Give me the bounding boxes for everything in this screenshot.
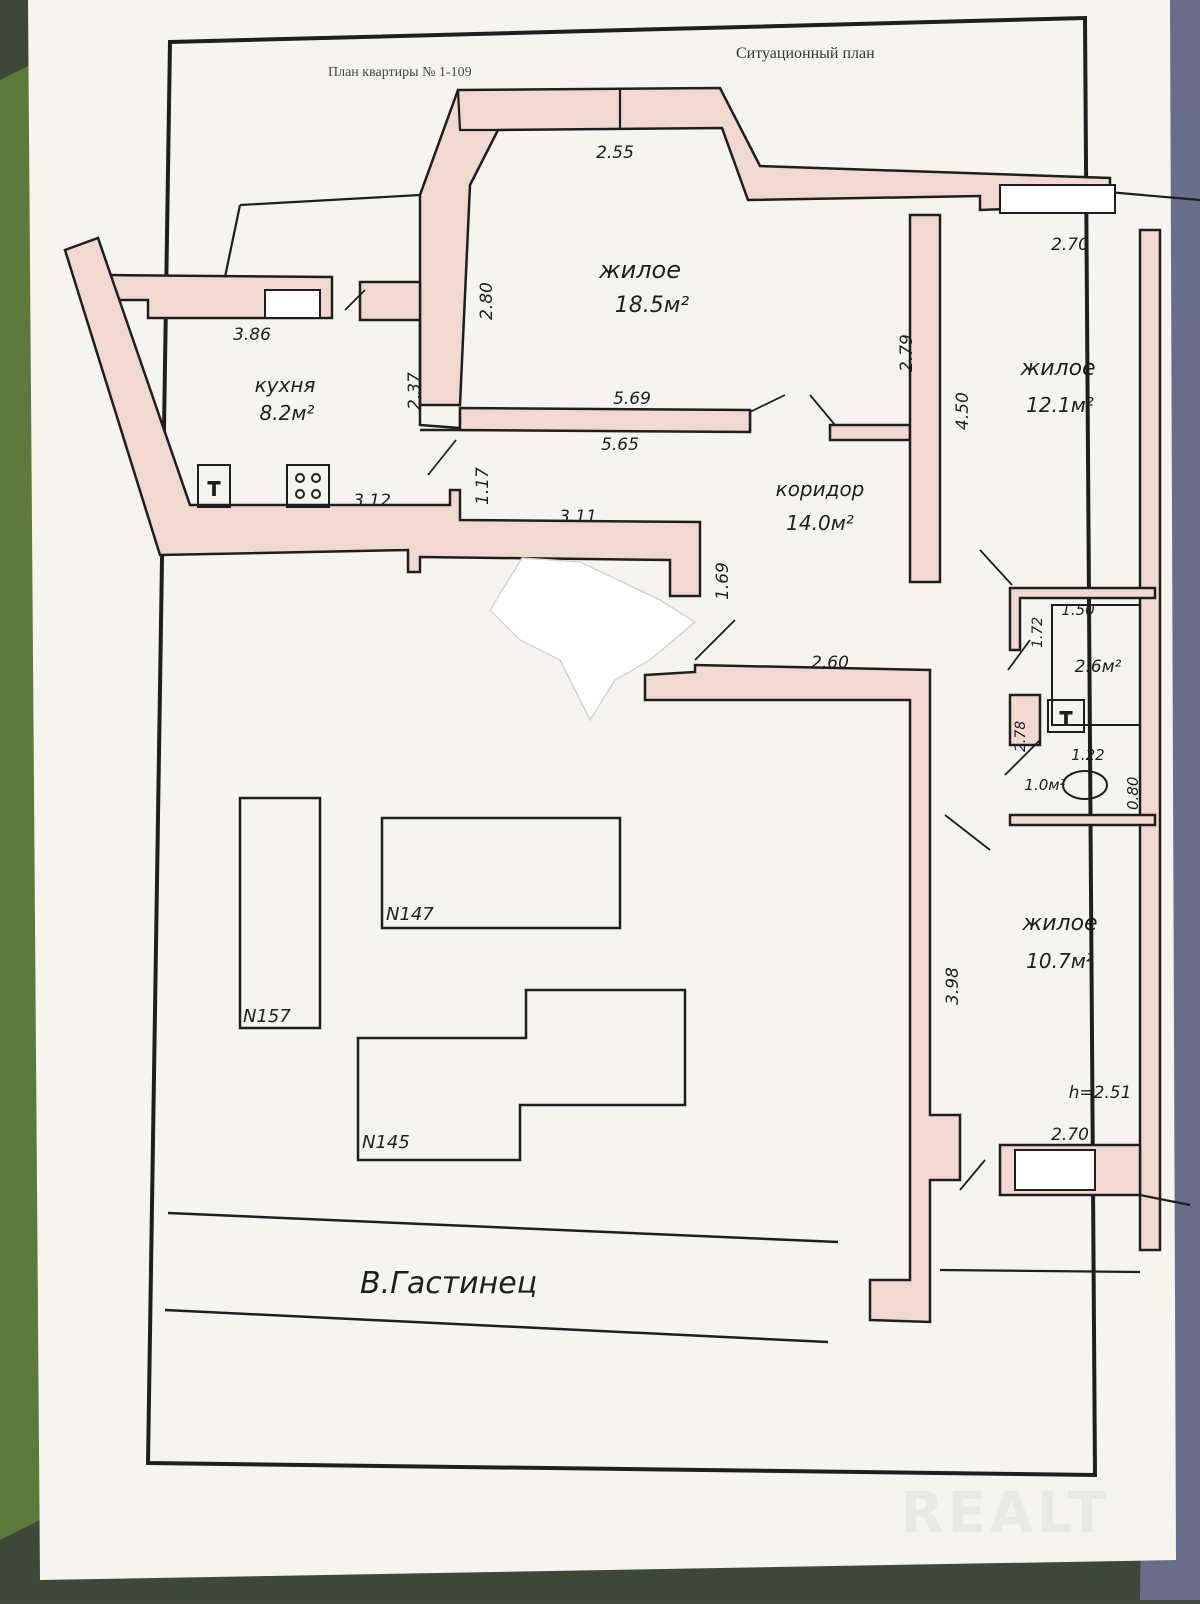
line-chimney: [456, 89, 498, 132]
street-name: В.Гастинец: [360, 1266, 537, 1301]
torn-paper-patch: [489, 557, 697, 722]
dim-2-79: 2.79: [897, 334, 917, 372]
dim-1-50: 1.50: [1061, 601, 1094, 619]
dim-2-78: 2.78: [1013, 721, 1029, 752]
dimension-labels: 2.55 2.80 2.79 5.69 5.65 3.86 2.37 1.17 …: [233, 143, 1142, 1145]
line-kitchen-outer-left: [223, 204, 242, 278]
drawing-frame: [145, 15, 1098, 1478]
wall-bath-south: [1008, 813, 1157, 827]
wall-stub: [828, 423, 912, 442]
room-area-kitchen: 8.2м²: [260, 401, 315, 425]
paper-sheet: [28, 0, 1176, 1580]
door-bath: [1007, 639, 1031, 671]
bath-sink-symbol: T: [1060, 709, 1073, 730]
wall-mid-vertical: [908, 213, 942, 584]
room-labels: жилое 18.5м² жилое 12.1м² жилое 10.7м² к…: [255, 256, 1122, 973]
dim-0-80: 0.80: [1124, 777, 1142, 810]
street-edge-south: [164, 1308, 829, 1344]
stove-burner-3: [295, 489, 305, 499]
dim-2-70-bottom: 2.70: [1051, 1125, 1089, 1145]
stove-burner-1: [295, 473, 305, 483]
building-145: [356, 988, 687, 1162]
dim-5-69: 5.69: [613, 389, 651, 409]
dim-2-80: 2.80: [477, 282, 497, 320]
building-157: [238, 796, 322, 1030]
building-label-157: N157: [243, 1006, 291, 1027]
door-kitchen-top: [344, 289, 366, 311]
door-balcony: [959, 1159, 986, 1191]
room-area-bath: 2.6м²: [1075, 657, 1122, 677]
dim-3-12: 3.12: [353, 491, 391, 511]
window-room-10: [1014, 1149, 1096, 1191]
wall-kitchen-north-right: [358, 280, 422, 322]
room-name-living-mid: жилое: [1019, 356, 1095, 381]
room-area-wc: 1.0м²: [1024, 776, 1065, 794]
situation-plan-title: Ситуационный план: [736, 45, 875, 62]
door-entrance: [694, 619, 736, 661]
line-balcony-right: [1139, 1193, 1191, 1207]
realt-watermark: REALT: [900, 1481, 1109, 1546]
building-147: [380, 816, 622, 930]
kitchen-stove: [286, 464, 330, 508]
dim-4-50: 4.50: [953, 392, 973, 430]
dim-3-11: 3.11: [559, 507, 597, 527]
window-kitchen: [264, 289, 321, 319]
dim-1-69: 1.69: [713, 562, 733, 600]
bath-sink: [1047, 699, 1085, 733]
toilet: [1062, 770, 1108, 800]
building-labels: N147 N157 N145: [243, 904, 434, 1153]
stove-burner-2: [311, 473, 321, 483]
room-name-living-large: жилое: [598, 256, 681, 284]
dim-1-22: 1.22: [1071, 746, 1104, 764]
dim-2-37: 2.37: [405, 372, 425, 410]
dim-3-98: 3.98: [943, 967, 963, 1005]
doors: [344, 289, 1041, 1191]
room-area-living-mid: 12.1м²: [1026, 393, 1094, 417]
plan-title: План квартиры № 1-109: [328, 65, 472, 80]
bathtub: [1051, 604, 1141, 726]
building-label-145: N145: [362, 1132, 410, 1153]
building-label-147: N147: [386, 904, 434, 925]
dim-2-60: 2.60: [811, 653, 849, 673]
windows: [264, 184, 1116, 1191]
dim-2-55: 2.55: [596, 143, 634, 163]
wall-bigroom-south: [458, 406, 752, 434]
kitchen-sink: [197, 464, 231, 508]
room-name-kitchen: кухня: [255, 373, 316, 397]
wall-north: [418, 86, 1112, 407]
dim-2-70-top: 2.70: [1051, 235, 1089, 255]
stove-burner-4: [311, 489, 321, 499]
buildings: [238, 796, 687, 1162]
door-room-12: [979, 549, 1013, 586]
wall-east: [1138, 228, 1162, 1252]
street-edge-north: [167, 1211, 839, 1244]
background-mat-left: [0, 60, 40, 1540]
room-area-living-small: 10.7м²: [1026, 949, 1094, 973]
wall-wc-divider: [1008, 693, 1042, 747]
door-room-10: [944, 814, 991, 851]
door-bigroom-right: [809, 394, 836, 426]
dim-1-17: 1.17: [473, 467, 493, 505]
sink-symbol: T: [208, 479, 221, 500]
room-name-living-small: жилое: [1021, 911, 1097, 936]
room-area-living-large: 18.5м²: [615, 293, 690, 318]
dim-5-65: 5.65: [601, 435, 639, 455]
wall-bath-north: [1008, 586, 1157, 652]
door-wc: [1004, 739, 1041, 776]
door-kitchen: [427, 439, 457, 476]
fixtures: T T: [197, 464, 1141, 800]
room-name-corridor: коридор: [776, 477, 865, 501]
dim-3-86: 3.86: [233, 325, 271, 345]
window-room-12: [999, 184, 1116, 214]
room-area-corridor: 14.0м²: [786, 511, 854, 535]
dim-1-72: 1.72: [1030, 617, 1046, 648]
street-lines: [164, 1211, 839, 1344]
line-kitchen-outer-top: [239, 193, 421, 207]
ceiling-height: h=2.51: [1069, 1083, 1132, 1103]
door-bigroom-left: [749, 394, 786, 413]
line-balcony: [939, 1268, 1141, 1274]
wall-south-corridor: [643, 663, 962, 1324]
